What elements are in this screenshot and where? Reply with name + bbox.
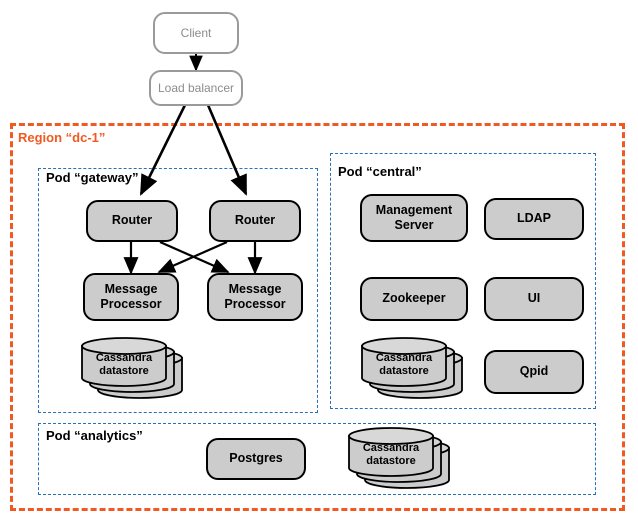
node-load-balancer-label: Load balancer (157, 80, 235, 95)
node-zookeeper[interactable]: Zookeeper (360, 277, 468, 321)
pod-gateway-label: Pod “gateway” (44, 170, 141, 185)
node-ldap[interactable]: LDAP (484, 198, 584, 240)
node-management-server-label-line2: Server (394, 218, 434, 232)
node-management-server-label-line1: Management (375, 202, 453, 217)
node-ui-label: UI (527, 291, 541, 306)
node-postgres-label: Postgres (229, 451, 283, 466)
node-router-2[interactable]: Router (209, 200, 301, 242)
node-message-processor-1[interactable]: Message Processor (83, 273, 179, 321)
pod-analytics-label: Pod “analytics” (44, 428, 145, 443)
region-dc-1-boundary (10, 123, 625, 511)
node-router-1-label: Router (111, 213, 153, 228)
node-message-processor-2-label-line1: Message (228, 281, 282, 296)
pod-analytics-boundary (38, 423, 596, 495)
node-message-processor-1-label-line2: Processor (100, 297, 162, 311)
node-postgres[interactable]: Postgres (206, 438, 306, 480)
cylinder-stack-icon (348, 427, 450, 489)
node-ui[interactable]: UI (484, 277, 584, 321)
node-zookeeper-label: Zookeeper (382, 291, 446, 306)
node-ldap-label: LDAP (516, 211, 552, 226)
pod-central-label: Pod “central” (336, 164, 424, 179)
node-load-balancer[interactable]: Load balancer (149, 70, 243, 106)
node-client-label: Client (180, 25, 212, 40)
cylinder-stack-icon (361, 337, 463, 399)
node-message-processor-2[interactable]: Message Processor (207, 273, 303, 321)
region-label: Region “dc-1” (18, 130, 106, 145)
node-router-1[interactable]: Router (86, 200, 178, 242)
pod-central-boundary (330, 153, 596, 409)
node-client[interactable]: Client (153, 12, 239, 54)
node-router-2-label: Router (234, 213, 276, 228)
node-management-server[interactable]: Management Server (360, 194, 468, 242)
node-cassandra-central[interactable]: Cassandra datastore (358, 337, 476, 400)
node-message-processor-2-label-line2: Processor (224, 297, 286, 311)
node-cassandra-gateway[interactable]: Cassandra datastore (78, 337, 196, 400)
node-message-processor-1-label-line1: Message (104, 281, 158, 296)
cylinder-stack-icon (81, 337, 183, 399)
node-qpid[interactable]: Qpid (484, 350, 584, 394)
node-cassandra-analytics[interactable]: Cassandra datastore (345, 427, 463, 490)
node-qpid-label: Qpid (519, 364, 549, 379)
